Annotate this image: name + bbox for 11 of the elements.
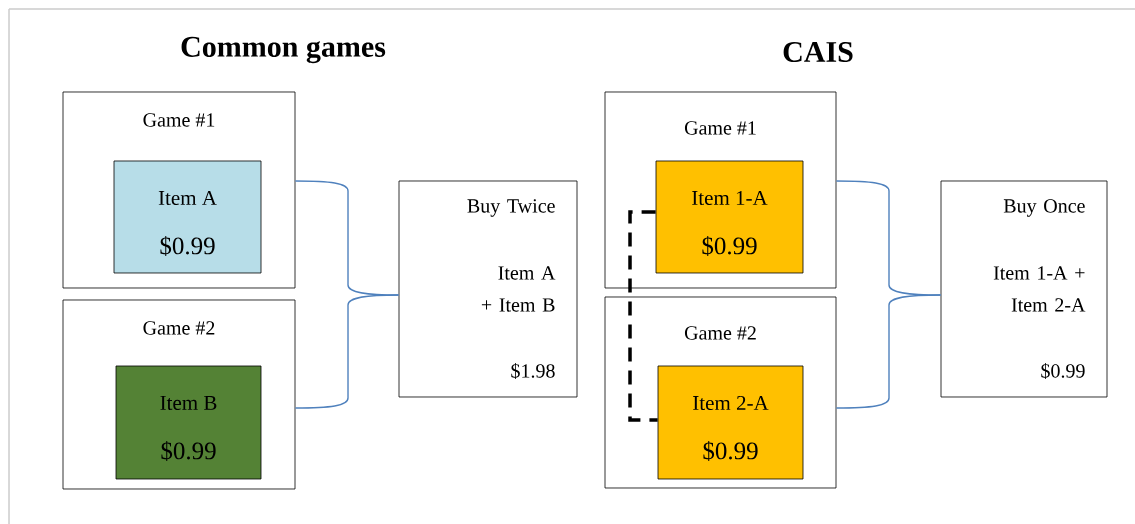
- item-box: Item B $0.99: [115, 365, 262, 480]
- total-box: Buy Once Item 1-A + Item 2-A $0.99: [940, 180, 1108, 398]
- heading: CAIS: [783, 41, 853, 63]
- connector: [835, 294, 942, 409]
- item-box: Item A $0.99: [113, 160, 262, 274]
- heading: Common games: [181, 36, 386, 64]
- connector: [294, 294, 400, 409]
- connector: [628, 210, 658, 422]
- item-box: Item 1-A $0.99: [655, 160, 804, 274]
- item-box: Item 2-A $0.99: [657, 365, 804, 480]
- total-box: Buy Twice Item A + Item B $1.98: [398, 180, 578, 398]
